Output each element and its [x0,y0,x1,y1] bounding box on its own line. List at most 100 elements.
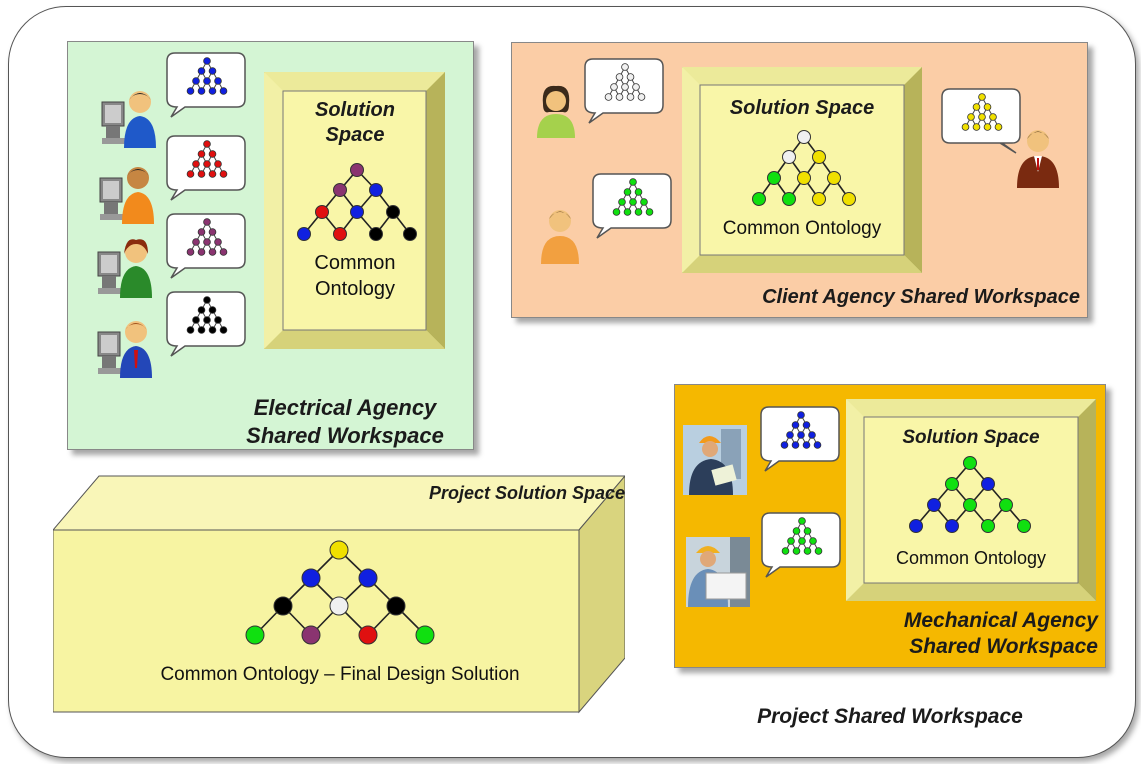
tree-node [219,87,228,95]
tree-node [219,248,228,256]
ontology-node [827,171,841,185]
tree-node [197,67,206,75]
tree-node [978,113,986,121]
tree-node [186,248,195,256]
tree-node [197,228,206,236]
client-workspace-title: Client Agency Shared Workspace [762,286,1080,308]
ontology-node [782,192,796,206]
ontology-node [797,171,811,185]
ontology-node [415,625,435,645]
tree-node [203,57,211,65]
solution-space-line1: Solution [315,99,395,121]
ontology-node [386,205,400,219]
tree-node [781,547,790,555]
speech-bubble-blue-tree [165,51,247,119]
engineer-at-computer-icon [96,238,156,300]
tree-node [978,93,986,101]
tree-node [967,113,975,121]
ontology-node [842,192,856,206]
tree-node [197,150,206,158]
tree-node [197,248,206,256]
ontology-line2: Ontology [314,278,396,300]
tree-node [203,77,211,85]
tree-node [634,208,643,216]
ontology-node [812,150,826,164]
ontology-node [927,498,941,512]
tree-node [798,537,806,545]
ontology-node [797,130,811,144]
tree-node [797,411,805,419]
tree-node [203,238,211,246]
ontology-node [245,625,265,645]
tree-node [787,537,795,545]
tree-node [208,306,217,314]
tree-node [629,178,637,186]
speech-bubble-black-tree [165,290,247,358]
ontology-node [333,183,347,197]
tree-node [219,170,228,178]
speech-bubble-purple-tree [165,212,247,280]
mechanical-title-line2: Shared Workspace [909,635,1098,659]
client-businessman-icon [1014,124,1062,190]
tree-node [214,238,222,246]
mechanical-common-ontology-label: Common Ontology [895,548,1047,568]
tree-node [802,421,811,429]
ontology-node [329,596,349,616]
tree-node [203,316,211,324]
tree-node [192,316,200,324]
tree-node [798,517,806,525]
mechanical-title-line1: Mechanical Agency [903,609,1098,632]
tree-node [214,316,222,324]
tree-node [791,421,800,429]
tree-node [618,198,626,206]
tree-node [626,93,635,101]
tree-node [203,140,211,148]
ontology-node [909,519,923,533]
project-shared-workspace-label: Project Shared Workspace [757,705,1023,728]
ontology-node [767,171,781,185]
tree-node [983,103,992,111]
ontology-node [333,227,347,241]
tree-node [208,326,217,334]
tree-node [203,218,211,226]
client-solution-space-title: Solution Space [729,97,875,119]
tree-node [192,160,200,168]
construction-worker-phone-icon [683,425,747,495]
tree-node [645,208,654,216]
ontology-node [301,568,321,588]
tree-node [640,198,648,206]
tree-node [208,87,217,95]
tree-node [972,123,981,131]
ontology-node [358,625,378,645]
speech-bubble-red-tree [165,134,247,202]
ontology-line1: Common [314,252,396,274]
ontology-node [297,227,311,241]
tree-node [989,113,997,121]
tree-node [637,93,646,101]
tree-node [814,547,823,555]
ontology-node [812,192,826,206]
speech-bubble-yellow-tree [940,87,1022,155]
electrical-solution-space-title: Solution Space [300,98,410,148]
speech-bubble-blue-tree [759,405,841,473]
speech-bubble-green-tree [591,172,673,240]
construction-worker-plans-icon [686,537,750,607]
ontology-node [315,205,329,219]
client-common-ontology-label: Common Ontology [722,218,882,239]
tree-node [983,123,992,131]
tree-node [621,63,629,71]
tree-node [808,431,816,439]
mechanical-workspace-title: Mechanical Agency Shared Workspace [840,608,1098,661]
engineer-at-computer-icon [98,164,158,226]
tree-node [786,431,794,439]
tree-node [612,208,621,216]
ontology-node [945,477,959,491]
client-woman-icon [533,84,579,140]
tree-node [208,170,217,178]
tree-node [634,188,643,196]
ontology-node [981,519,995,533]
ontology-node [273,596,293,616]
tree-node [802,441,811,449]
tree-node [219,326,228,334]
tree-node [632,83,640,91]
